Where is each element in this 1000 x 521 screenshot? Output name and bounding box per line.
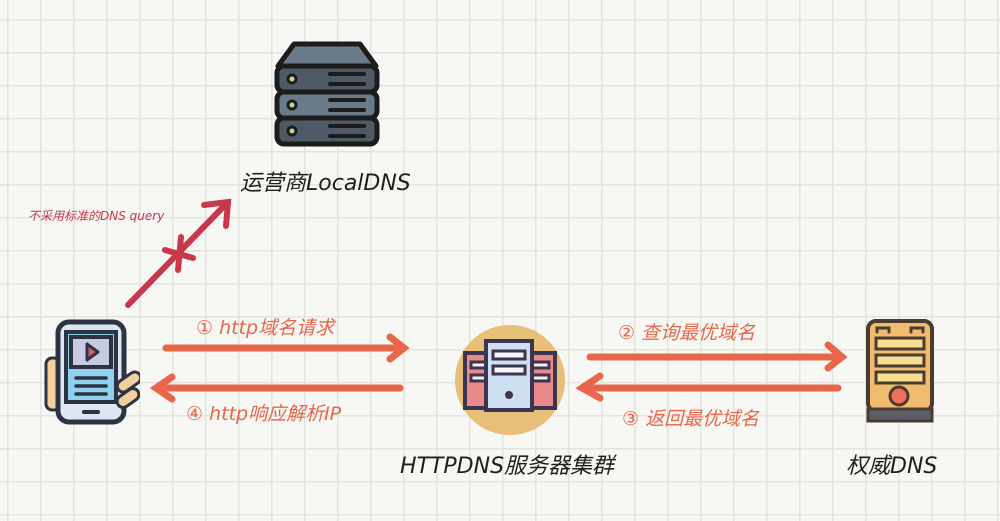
step-1-label: ① http域名请求 xyxy=(196,317,335,339)
server-stack-icon xyxy=(274,41,380,147)
server-cluster-icon xyxy=(455,325,565,435)
httpdns-cluster-label: HTTPDNS服务器集群 xyxy=(400,454,615,479)
arrow-step-4 xyxy=(149,373,404,403)
auth-dns-label: 权威DNS xyxy=(846,454,938,479)
arrow-step-1 xyxy=(162,333,410,363)
blocked-query-label: 不采用标准的DNS query xyxy=(28,209,165,223)
local-dns-label: 运营商LocalDNS xyxy=(240,171,411,196)
blocked-dns-query-arrow xyxy=(125,198,232,308)
mobile-phone-icon xyxy=(44,319,140,425)
step-3-label: ③ 返回最优域名 xyxy=(622,408,760,430)
server-tower-icon xyxy=(866,319,934,423)
step-2-label: ② 查询最优域名 xyxy=(618,322,756,344)
arrow-step-2 xyxy=(586,341,848,372)
arrow-step-3 xyxy=(575,372,842,402)
step-4-label: ④ http响应解析IP xyxy=(186,403,342,425)
